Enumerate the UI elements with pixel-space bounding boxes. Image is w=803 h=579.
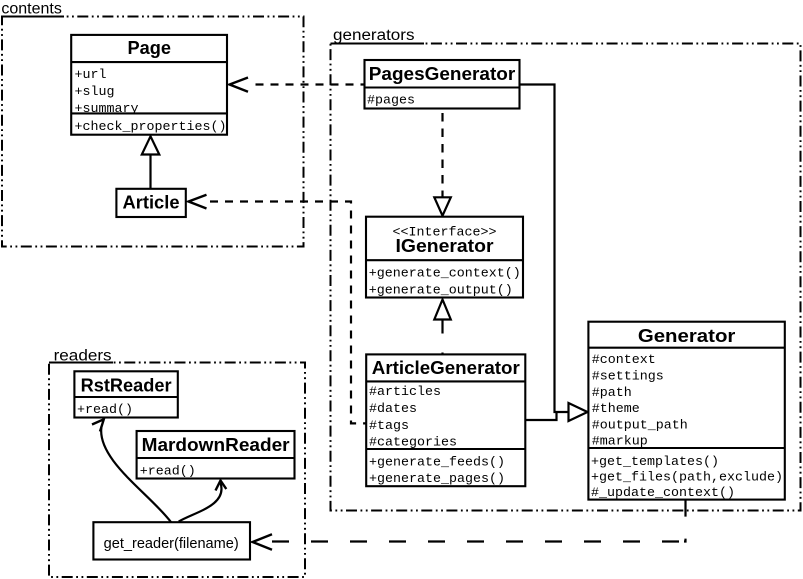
svg-text:contents: contents	[1, 1, 62, 18]
svg-text:#path: #path	[592, 386, 632, 401]
svg-text:+read(): +read()	[140, 465, 196, 480]
svg-text:#_update_context(): #_update_context()	[591, 486, 735, 501]
svg-text:get_reader(filename): get_reader(filename)	[104, 536, 239, 552]
svg-text:#dates: #dates	[369, 402, 417, 417]
svg-text:<<Interface>>: <<Interface>>	[393, 225, 497, 240]
svg-text:+generate_context(): +generate_context()	[369, 266, 521, 281]
svg-text:+slug: +slug	[75, 85, 115, 100]
svg-text:RstReader: RstReader	[81, 374, 172, 395]
svg-text:#tags: #tags	[369, 419, 409, 434]
svg-text:#context: #context	[592, 353, 656, 368]
svg-text:MardownReader: MardownReader	[142, 434, 290, 455]
svg-text:+summary: +summary	[75, 102, 139, 117]
svg-text:#pages: #pages	[367, 94, 415, 109]
svg-text:#markup: #markup	[592, 435, 648, 450]
svg-text:#theme: #theme	[592, 402, 640, 417]
svg-text:PagesGenerator: PagesGenerator	[369, 63, 516, 84]
svg-text:Generator: Generator	[638, 325, 736, 346]
svg-text:#output_path: #output_path	[592, 419, 688, 434]
svg-text:ArticleGenerator: ArticleGenerator	[372, 357, 520, 378]
svg-text:Article: Article	[123, 191, 180, 212]
svg-text:IGenerator: IGenerator	[396, 235, 494, 256]
svg-text:Page: Page	[127, 37, 171, 58]
svg-text:#categories: #categories	[369, 436, 457, 451]
svg-text:readers: readers	[54, 347, 112, 364]
svg-text:+generate_feeds(): +generate_feeds()	[369, 456, 505, 471]
svg-text:+get_files(path,exclude): +get_files(path,exclude)	[591, 471, 783, 486]
svg-text:+url: +url	[75, 68, 107, 83]
svg-text:+get_templates(): +get_templates()	[591, 455, 719, 470]
svg-text:#articles: #articles	[369, 385, 441, 400]
svg-text:+generate_output(): +generate_output()	[369, 284, 513, 299]
svg-text:+read(): +read()	[77, 403, 133, 418]
svg-text:+check_properties(): +check_properties()	[75, 120, 227, 135]
svg-text:+generate_pages(): +generate_pages()	[369, 472, 505, 487]
svg-text:generators: generators	[333, 27, 415, 44]
svg-text:#settings: #settings	[592, 370, 664, 385]
